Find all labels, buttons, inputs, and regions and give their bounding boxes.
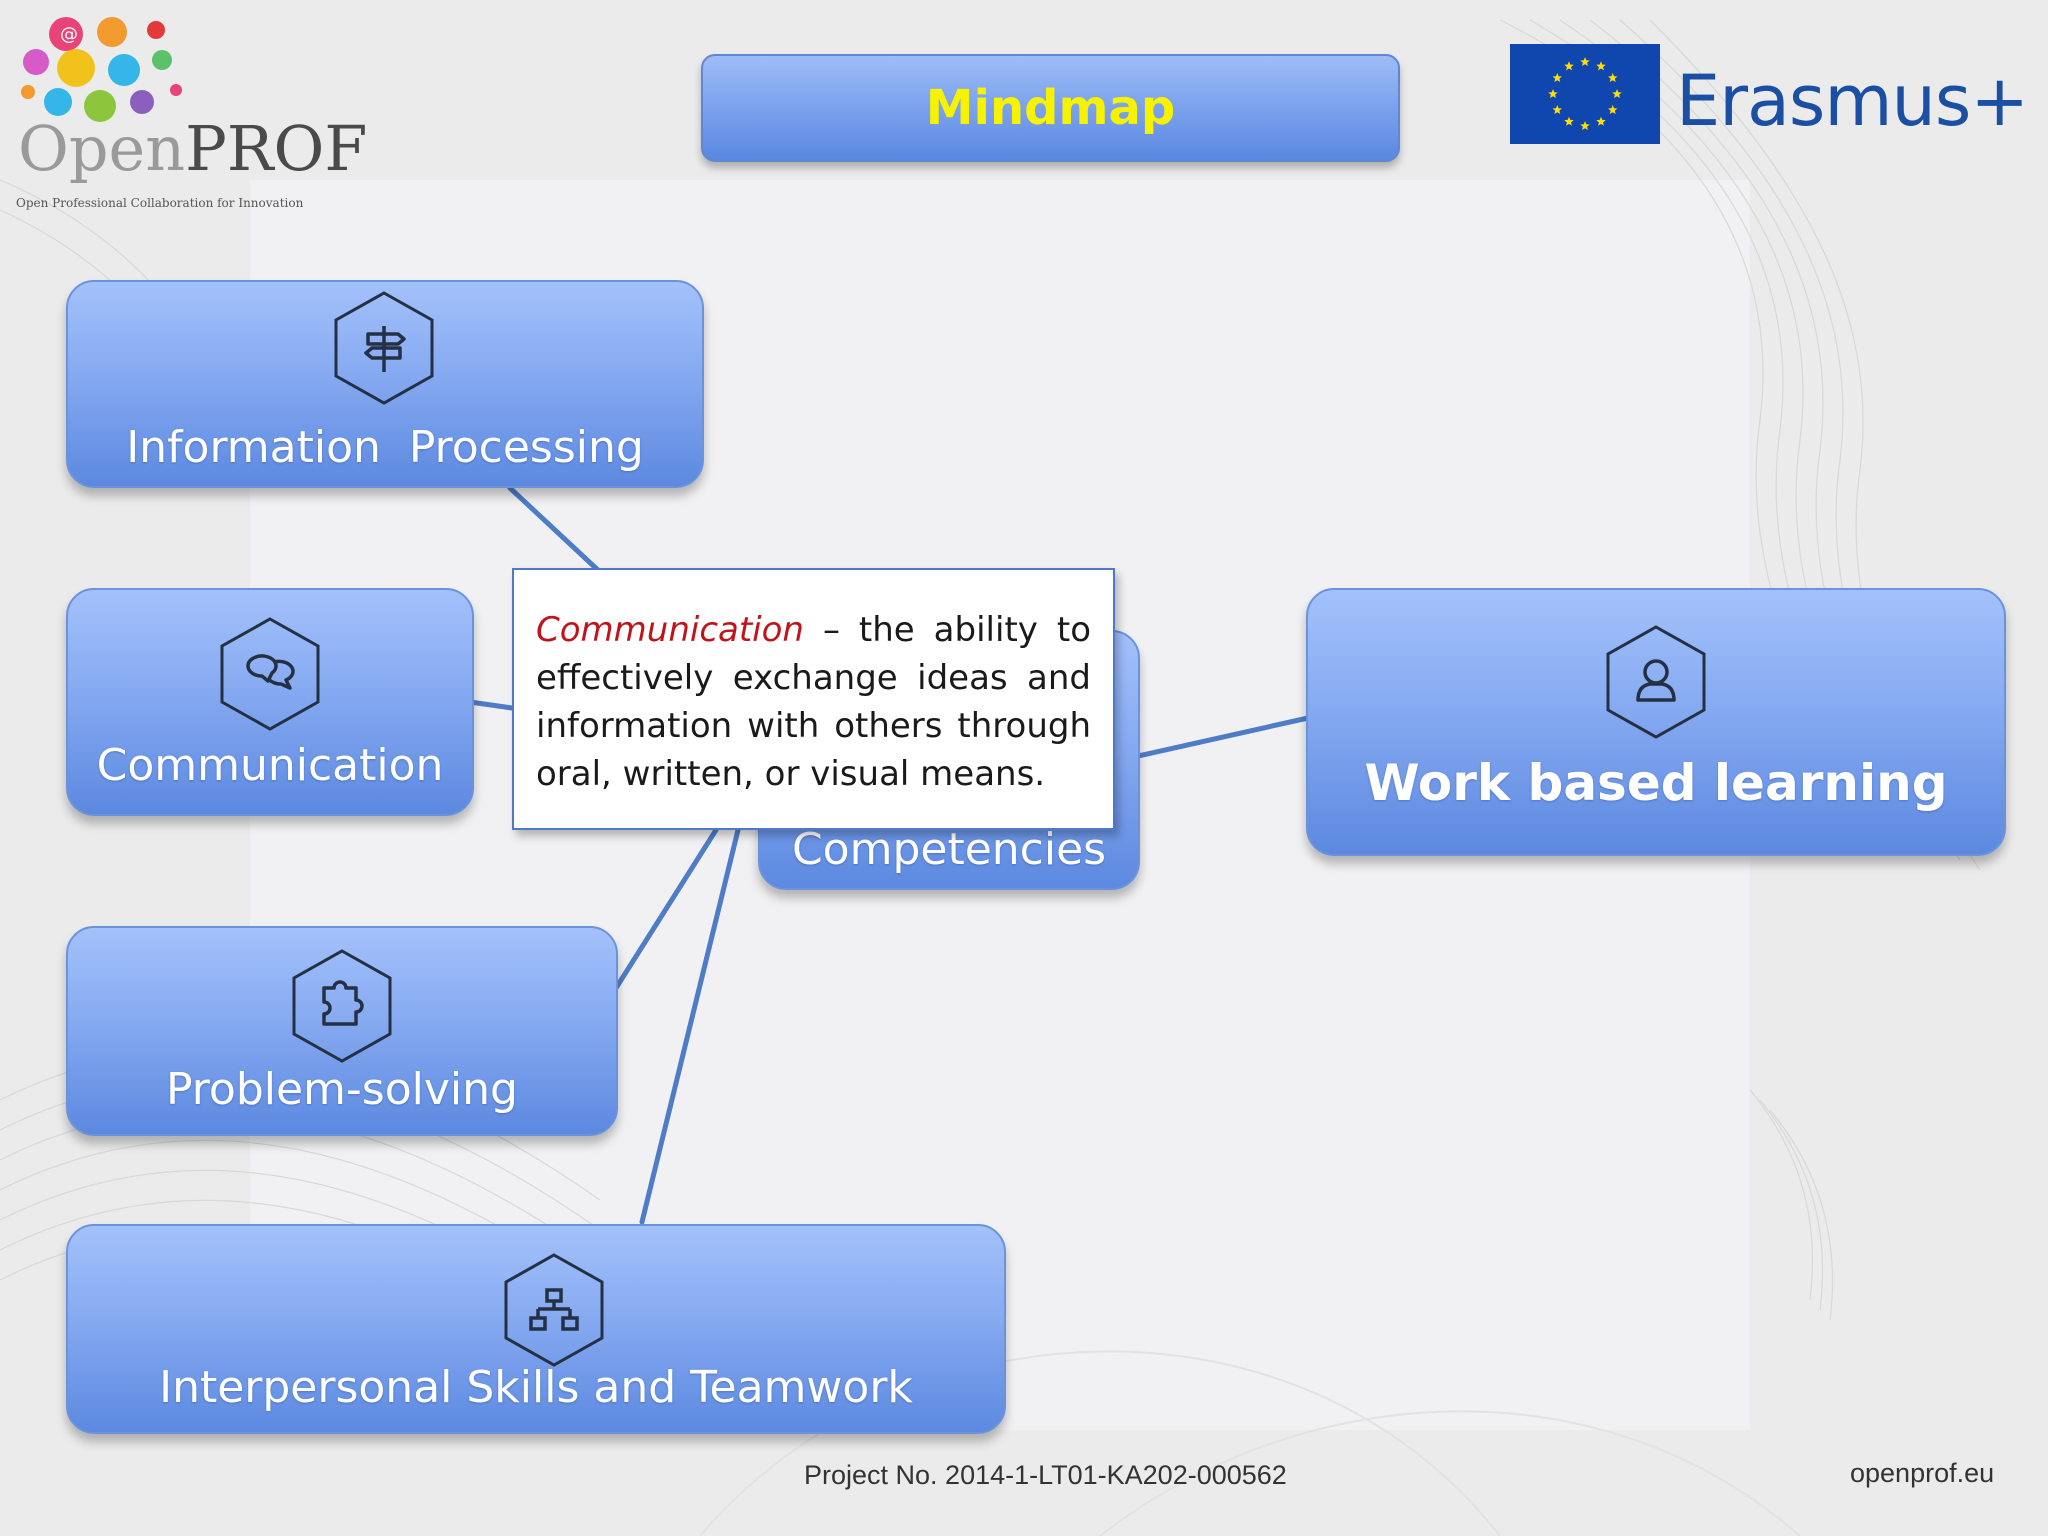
title-banner: Mindmap (701, 54, 1400, 162)
node-work-based-learning[interactable]: Work based learning (1306, 588, 2006, 856)
openprof-logo: @ OpenPROF Open Professional Collaborati… (14, 10, 367, 210)
eu-star (1607, 73, 1618, 83)
node-competencies-label: Competencies (791, 824, 1107, 875)
puzzle-icon (292, 949, 392, 1063)
node-information-processing[interactable]: Information Processing (66, 280, 704, 488)
node-interpersonal-skills-label: Interpersonal Skills and Teamwork (159, 1362, 913, 1413)
eu-star (1552, 73, 1563, 83)
eu-star (1552, 105, 1563, 115)
callout-definition: – the ability to effectively exchange id… (536, 610, 1091, 794)
connector-interpersonal (639, 827, 741, 1225)
node-problem-solving-label: Problem-solving (166, 1064, 518, 1115)
project-number: Project No. 2014-1-LT01-KA202-000562 (804, 1460, 1287, 1490)
eu-flag-icon (1510, 44, 1660, 144)
node-work-based-learning-label: Work based learning (1364, 754, 1948, 812)
user-icon (1606, 625, 1706, 739)
node-information-processing-label: Information Processing (126, 422, 644, 473)
connector-work-based (1135, 715, 1311, 759)
eu-star (1596, 61, 1606, 71)
org-chart-icon (504, 1253, 604, 1367)
node-interpersonal-skills[interactable]: Interpersonal Skills and Teamwork (66, 1224, 1006, 1434)
eu-star (1580, 121, 1590, 131)
logo-tagline: Open Professional Collaboration for Inno… (16, 196, 304, 210)
erasmus-label: Erasmus+ (1676, 60, 2029, 142)
connector-communication (467, 699, 515, 711)
speech-bubbles-icon (220, 617, 320, 731)
eu-star (1612, 89, 1622, 99)
eu-star (1564, 61, 1574, 71)
connector-problem-solving (613, 827, 719, 991)
logo-open-text: Open (18, 112, 186, 185)
eu-star (1607, 105, 1618, 115)
eu-star (1564, 116, 1574, 126)
page-title: Mindmap (925, 80, 1176, 136)
svg-text:@: @ (60, 24, 78, 45)
site-link[interactable]: openprof.eu (1850, 1458, 1995, 1488)
connector-information-processing (507, 485, 603, 575)
definition-callout: Communication – the ability to effective… (512, 568, 1115, 830)
eu-star (1548, 89, 1558, 99)
node-problem-solving[interactable]: Problem-solving (66, 926, 618, 1136)
node-communication-label: Communication (96, 740, 444, 791)
erasmus-logo: Erasmus+ (1510, 44, 2030, 150)
logo-bubbles-icon: @ (21, 17, 182, 122)
eu-star (1596, 116, 1606, 126)
signpost-icon (334, 291, 434, 405)
eu-star (1580, 57, 1590, 67)
callout-term: Communication (536, 610, 804, 650)
node-communication[interactable]: Communication (66, 588, 474, 816)
logo-prof-text: PROF (185, 112, 368, 185)
